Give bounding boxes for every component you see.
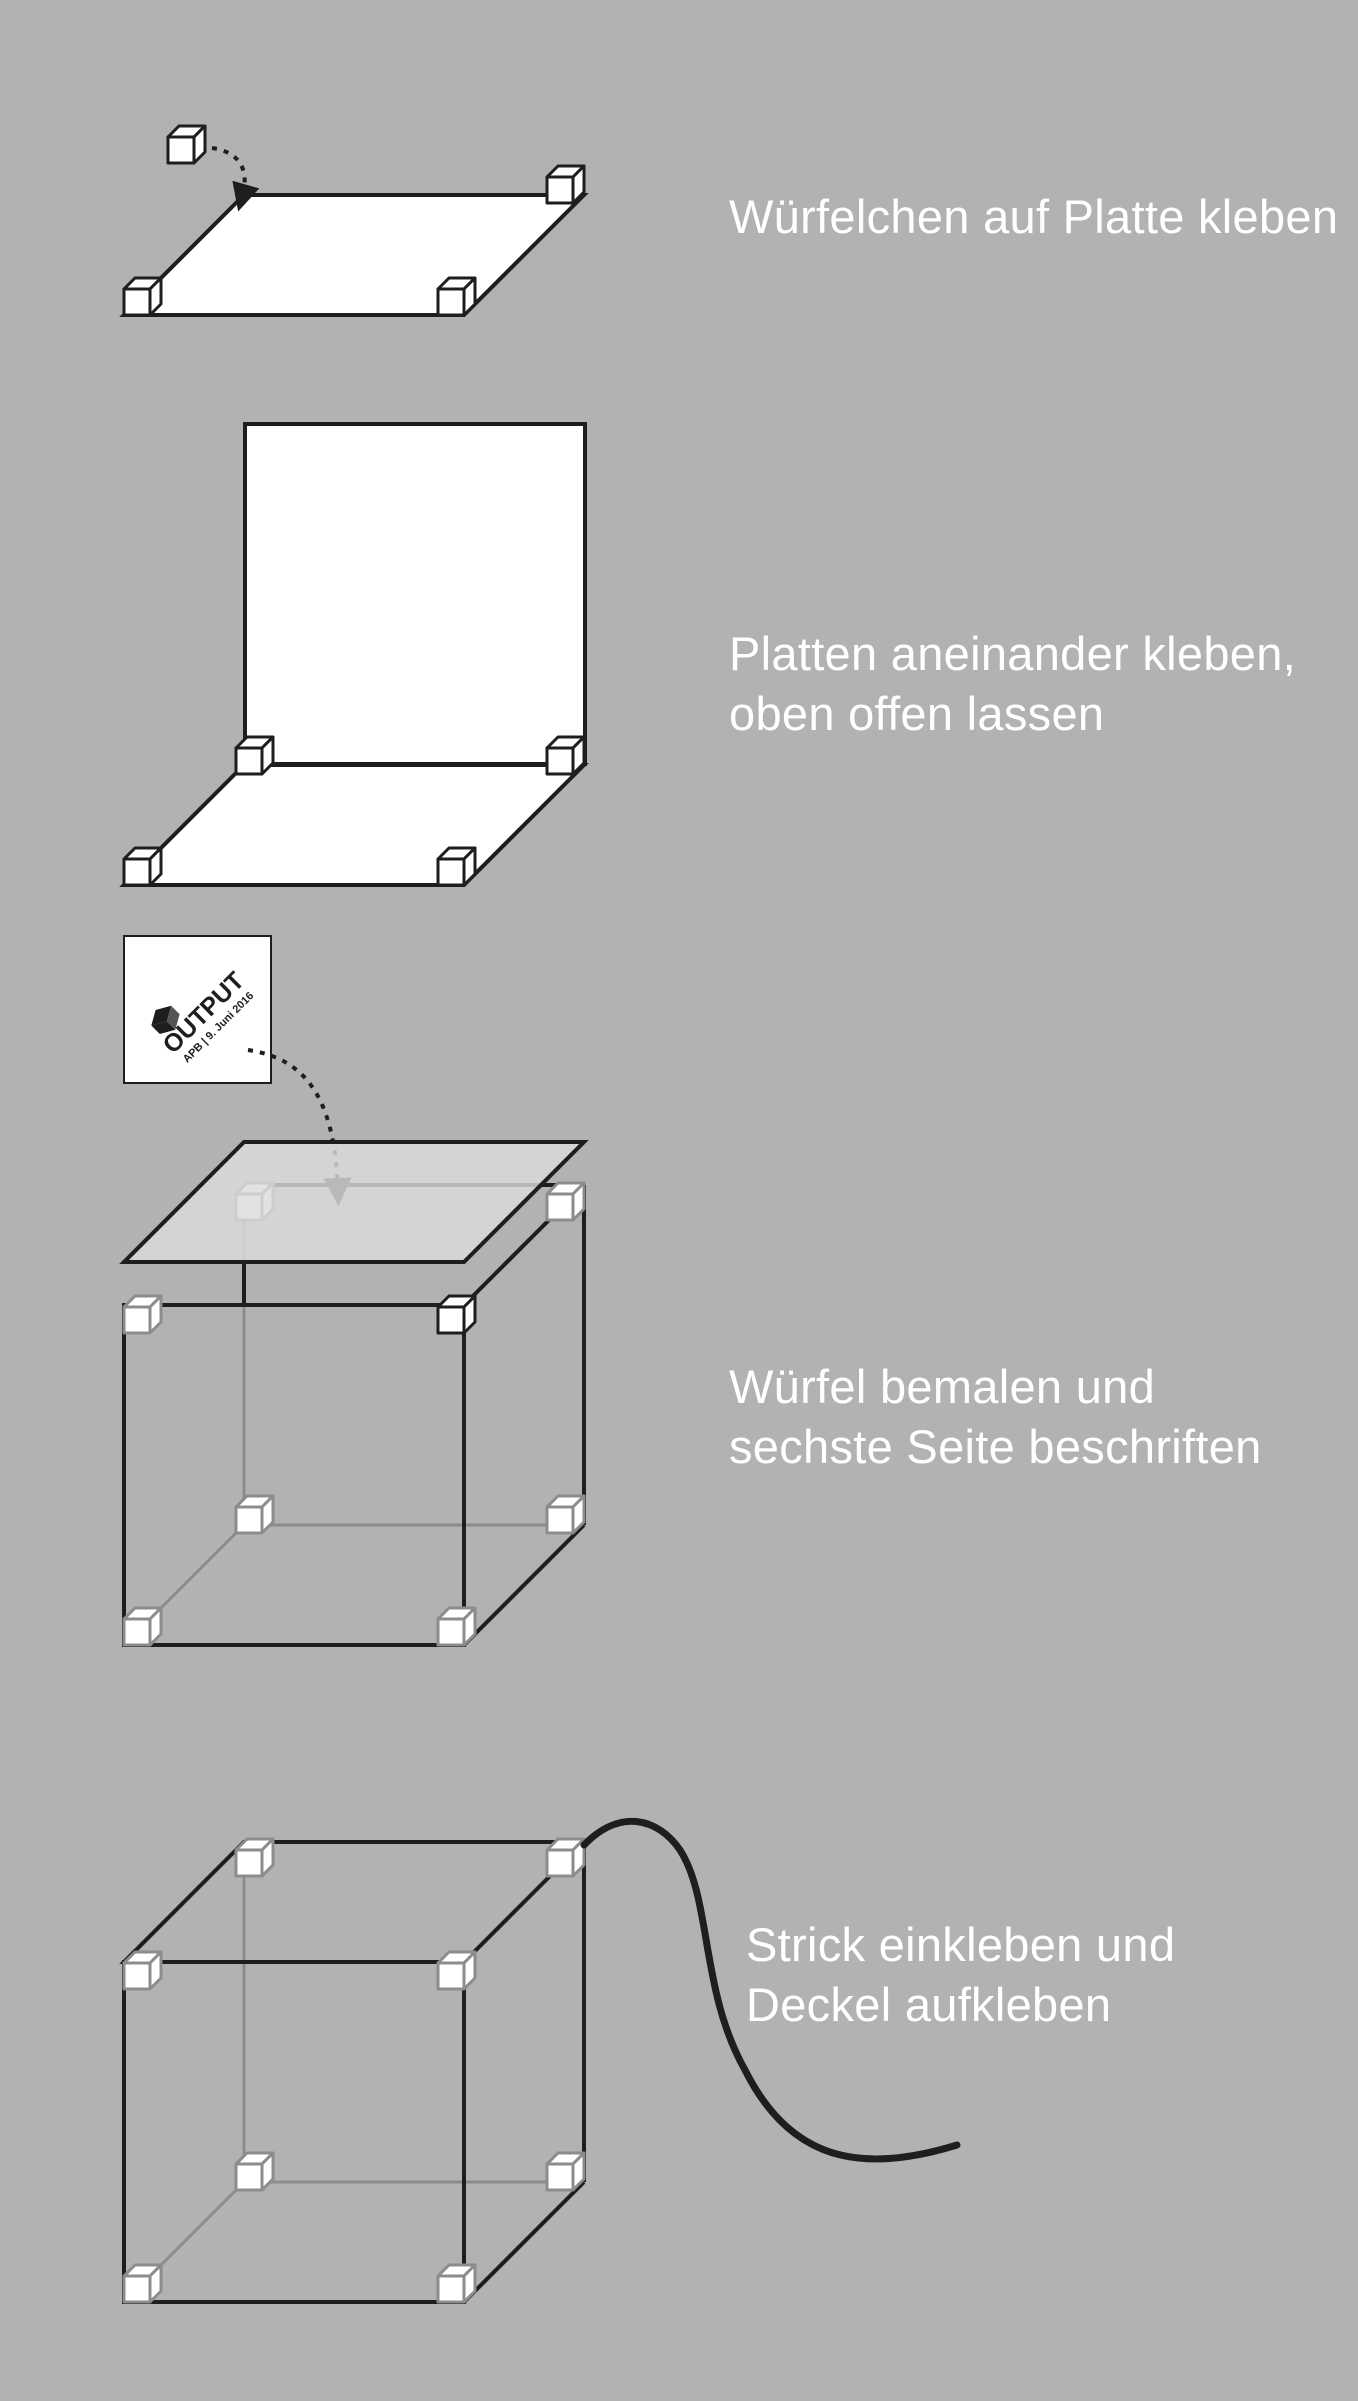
step-4-figure bbox=[119, 1817, 961, 2304]
corner-cube bbox=[545, 1494, 586, 1535]
step-3-figure: OUTPUT APB | 9. Juni 2016 bbox=[119, 935, 589, 1647]
caption-line: Würfel bemalen und bbox=[729, 1360, 1156, 1413]
corner-cube bbox=[436, 846, 477, 887]
corner-cube bbox=[545, 2151, 586, 2192]
step-2-caption: Platten aneinander kleben, oben offen la… bbox=[729, 624, 1296, 744]
base-plate bbox=[119, 193, 589, 317]
corner-cube bbox=[122, 1294, 163, 1335]
corner-cube bbox=[436, 2263, 477, 2304]
corner-cube-group bbox=[122, 735, 586, 887]
caption-line: Würfelchen auf Platte kleben bbox=[729, 190, 1339, 243]
step-4-caption: Strick einkleben und Deckel aufkleben bbox=[746, 1915, 1175, 2035]
rope bbox=[580, 1817, 961, 2163]
corner-cube bbox=[234, 1837, 275, 1878]
corner-cube bbox=[122, 1606, 163, 1647]
open-box bbox=[122, 1181, 586, 1647]
corner-cube bbox=[234, 1494, 275, 1535]
corner-cube bbox=[234, 2151, 275, 2192]
corner-cube bbox=[545, 735, 586, 776]
corner-cube bbox=[545, 164, 586, 205]
corner-cube bbox=[436, 276, 477, 317]
back-panel bbox=[243, 422, 587, 766]
caption-line: sechste Seite beschriften bbox=[729, 1420, 1262, 1473]
placement-arrow bbox=[247, 1048, 352, 1206]
step-1-figure bbox=[119, 124, 589, 317]
corner-cube bbox=[122, 276, 163, 317]
corner-cube bbox=[122, 846, 163, 887]
top-face bbox=[119, 1840, 589, 1964]
front-face bbox=[122, 1303, 466, 1647]
corner-cube bbox=[122, 1950, 163, 1991]
label-card-frame bbox=[123, 935, 272, 1084]
corner-cube bbox=[436, 1294, 477, 1335]
step-2-figure bbox=[119, 422, 589, 887]
right-bottom-edge bbox=[462, 1523, 586, 1647]
lid-panel bbox=[119, 1140, 589, 1264]
caption-line: Strick einkleben und bbox=[746, 1918, 1176, 1971]
corner-cube-group bbox=[122, 1837, 586, 2304]
front-face bbox=[122, 1960, 466, 2304]
corner-cube bbox=[545, 1837, 586, 1878]
corner-cube bbox=[545, 1181, 586, 1222]
step-1-caption: Würfelchen auf Platte kleben bbox=[729, 187, 1338, 247]
output-logo-icon bbox=[151, 1005, 180, 1035]
corner-cube bbox=[166, 124, 207, 165]
corner-cube-group bbox=[122, 164, 586, 317]
corner-cube-group bbox=[122, 1181, 586, 1647]
step-3-caption: Würfel bemalen und sechste Seite beschri… bbox=[729, 1357, 1262, 1477]
loose-cube bbox=[166, 124, 207, 165]
label-card: OUTPUT APB | 9. Juni 2016 bbox=[123, 935, 272, 1084]
closed-box bbox=[119, 1837, 589, 2304]
corner-cube bbox=[436, 1950, 477, 1991]
corner-cube bbox=[436, 1606, 477, 1647]
corner-cube bbox=[234, 735, 275, 776]
caption-line: Deckel aufkleben bbox=[746, 1978, 1112, 2031]
right-bottom-edge bbox=[462, 2180, 586, 2304]
corner-cube bbox=[122, 2263, 163, 2304]
base-plate bbox=[119, 763, 589, 887]
placement-arrow bbox=[211, 146, 260, 212]
caption-line: oben offen lassen bbox=[729, 687, 1105, 740]
caption-line: Platten aneinander kleben, bbox=[729, 627, 1297, 680]
